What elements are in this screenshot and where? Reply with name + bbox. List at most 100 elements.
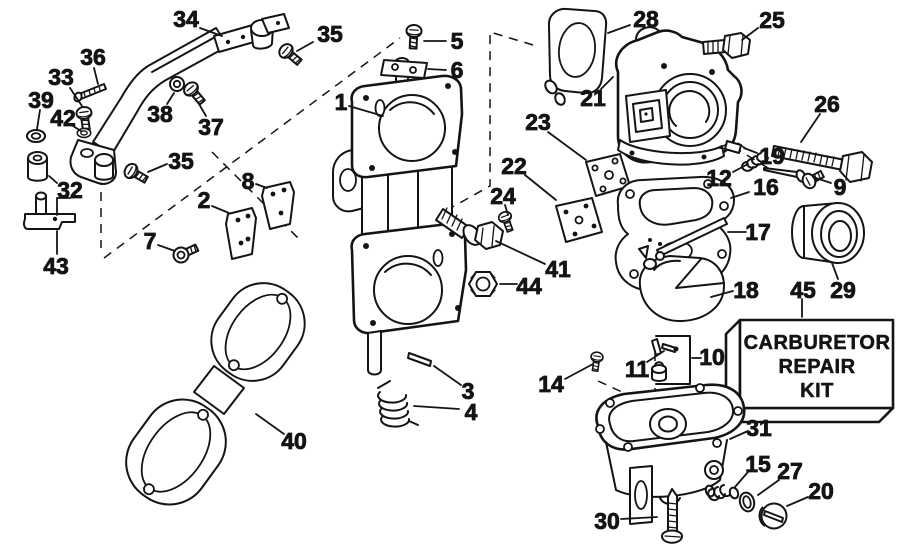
mounting-gasket-40 [125, 282, 306, 506]
cover-plate-22 [555, 197, 603, 243]
fitting-19 [716, 140, 742, 154]
part-callout-2: 2 [198, 187, 211, 213]
part-callout-9: 9 [834, 174, 847, 200]
leader-line-35 [147, 163, 168, 173]
part-callout-4: 4 [465, 399, 478, 425]
leader-line-41 [495, 240, 546, 265]
leader-line-37 [198, 103, 207, 117]
part-callout-18: 18 [733, 277, 759, 303]
float-bowl-31 [595, 383, 746, 525]
carburetor-body-1 [332, 57, 468, 376]
leader-line-26 [800, 113, 821, 143]
part-callout-43: 43 [43, 253, 69, 279]
part-callout-19: 19 [759, 143, 785, 169]
part-callout-11: 11 [625, 356, 650, 382]
kit-box-line1: CARBURETOR [744, 332, 891, 354]
part-callout-6: 6 [451, 57, 464, 83]
leader-line-3 [433, 365, 462, 386]
part-callout-36: 36 [80, 44, 106, 70]
spring-4 [377, 380, 419, 428]
part-callout-17: 17 [745, 219, 771, 245]
part-callout-15: 15 [745, 451, 771, 477]
intake-cup-29 [791, 202, 865, 264]
part-callout-7: 7 [144, 228, 157, 254]
part-callout-32: 32 [57, 177, 83, 203]
gasket-28 [544, 7, 608, 106]
cam-follower-43 [23, 191, 76, 230]
leader-line-6 [427, 68, 447, 71]
washer-38 [169, 76, 185, 92]
spring-15 [704, 484, 740, 502]
part-callout-14: 14 [538, 371, 564, 397]
leader-line-39 [36, 109, 41, 130]
leader-line-27 [757, 479, 780, 496]
bolt-25 [702, 32, 751, 59]
part-callout-1: 1 [335, 89, 348, 115]
lead-plate-6 [380, 59, 428, 79]
plug-screw-20 [758, 502, 788, 530]
bolt-41 [435, 207, 504, 250]
leader-line-8 [255, 183, 268, 189]
part-callout-42: 42 [50, 105, 76, 131]
part-callout-20: 20 [808, 478, 834, 504]
screw-37 [180, 78, 209, 109]
part-callout-38: 38 [147, 101, 173, 127]
leader-line-2 [211, 205, 230, 214]
bolt-26 [771, 145, 873, 183]
drain-screw-30 [661, 488, 683, 544]
leader-line-33 [69, 87, 83, 107]
part-callout-35: 35 [168, 148, 194, 174]
leader-line-36 [93, 67, 99, 85]
leader-line-23 [547, 131, 587, 161]
screw-14 [588, 350, 605, 373]
leader-line-19 [743, 147, 758, 154]
leader-line-29 [831, 262, 839, 280]
leader-line-4 [413, 405, 460, 410]
nut-44 [468, 271, 498, 297]
part-callout-25: 25 [759, 7, 785, 33]
spring-12 [741, 152, 769, 172]
leader-line-24 [504, 204, 509, 216]
leader-line-32 [48, 175, 58, 184]
part-callout-39: 39 [28, 87, 54, 113]
leader-line-42 [72, 125, 82, 132]
leader-line-40 [255, 413, 285, 435]
pin-3 [407, 352, 432, 367]
leader-line-38 [166, 92, 175, 105]
part-callout-27: 27 [777, 458, 803, 484]
leader-line-15 [734, 471, 749, 488]
part-callout-23: 23 [525, 109, 551, 135]
leader-line-35 [296, 41, 314, 52]
roller-32 [27, 151, 48, 182]
leader-line-18 [710, 290, 734, 298]
leader-line-14 [564, 363, 594, 380]
kit-box-line3: KIT [800, 380, 834, 402]
part-callout-41: 41 [545, 256, 571, 282]
leader-line-25 [741, 27, 759, 41]
leader-line-30 [620, 516, 658, 520]
leader-line-12 [732, 163, 749, 173]
repair-kit-box: CARBURETOR REPAIR KIT [724, 318, 895, 424]
part-callout-28: 28 [633, 6, 659, 32]
part-callout-45: 45 [790, 277, 816, 303]
screw-35-mid [121, 160, 151, 188]
part-callout-21: 21 [580, 85, 606, 111]
part-callout-31: 31 [746, 415, 772, 441]
needle-screw-9 [763, 167, 825, 190]
part-callout-30: 30 [594, 508, 620, 534]
group-bracket-10 [655, 335, 691, 385]
part-callout-16: 16 [753, 174, 779, 200]
part-callout-22: 22 [501, 153, 527, 179]
leader-line-11 [646, 350, 665, 363]
part-callout-8: 8 [242, 168, 255, 194]
screw-33 [74, 105, 95, 133]
needle-and-seat-11 [651, 338, 679, 382]
washer-39 [26, 129, 46, 143]
screw-36 [73, 83, 107, 103]
screw-7 [172, 243, 200, 264]
part-callout-44: 44 [516, 273, 542, 299]
kit-box-line2: REPAIR [778, 356, 855, 378]
